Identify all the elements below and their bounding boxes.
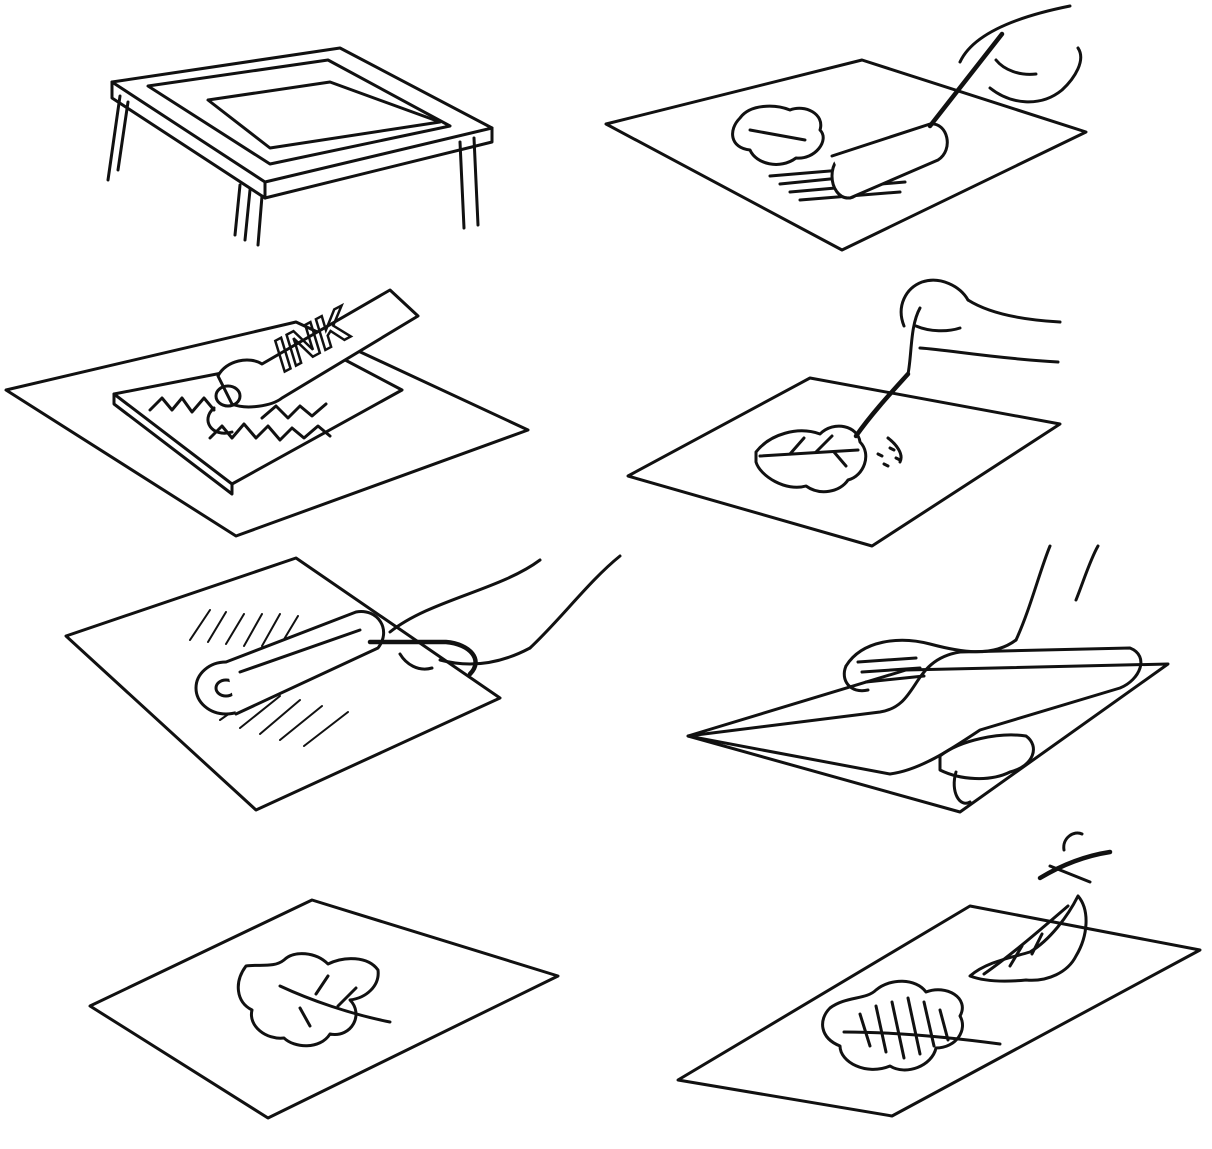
paper-sheet [688,664,1168,812]
table-scene [90,30,510,260]
paper-sheet [90,900,558,1118]
hand-icon [960,6,1081,102]
table-icon [108,48,492,245]
place-leaf-scene [620,266,1070,556]
roll-leaf-scene [600,0,1100,260]
roller-icon [770,34,1002,200]
plain-leaf-scene [80,890,570,1130]
press-paper-scene [680,540,1190,830]
roller-icon [196,612,476,714]
roll-ink-scene [60,550,630,820]
squeeze-ink-scene: INK [0,280,540,550]
printed-leaf-icon [823,981,1000,1070]
hand-icon [901,280,1060,362]
leaf-icon [238,954,390,1046]
tweezers-icon [1040,833,1110,882]
hand-icon [390,556,620,669]
leaf-icon [733,106,824,164]
leaf-print-scene [670,826,1210,1126]
ink-tube-icon: INK [208,290,418,433]
leaf-icon [756,426,866,492]
